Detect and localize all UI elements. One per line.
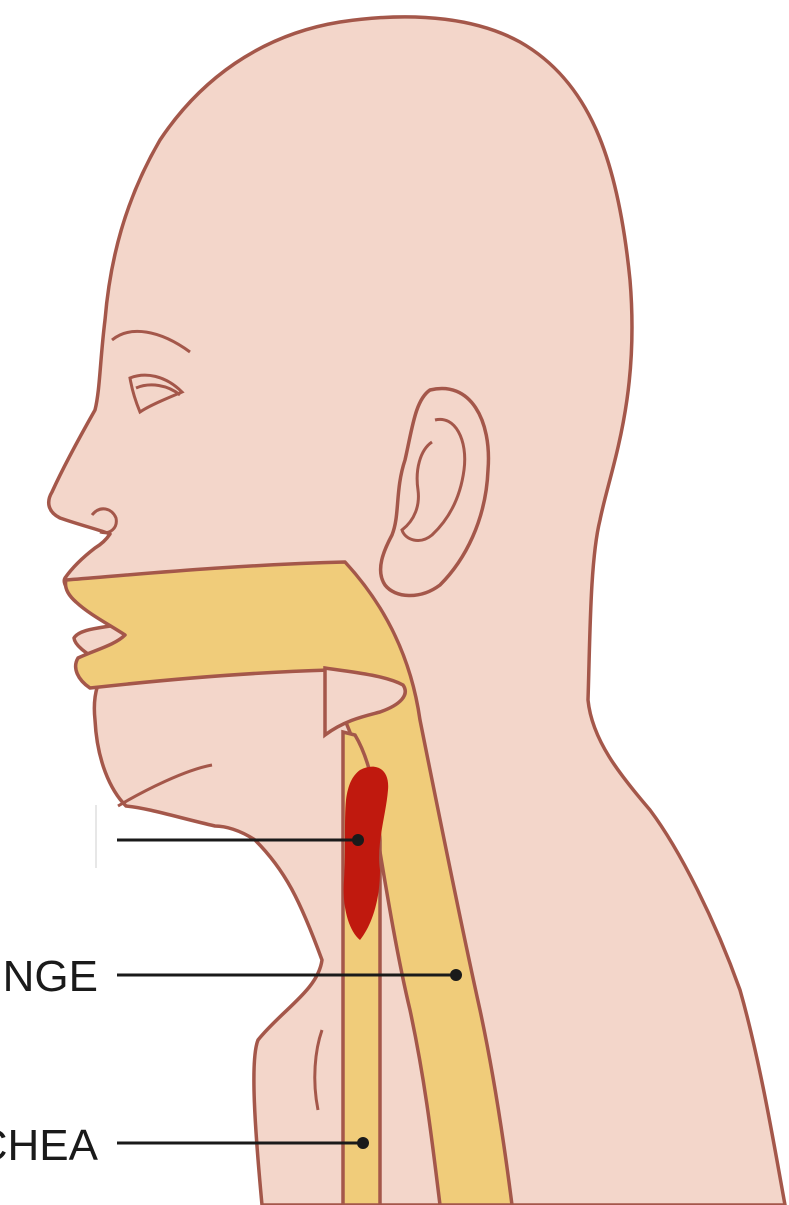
- pointer-dot-trachea: [357, 1137, 369, 1149]
- pointer-dot-pharynx: [450, 969, 462, 981]
- pointer-dot-lesion: [352, 834, 364, 846]
- label-pharynx: NGE: [3, 952, 98, 1001]
- label-trachea: CHEA: [0, 1121, 99, 1170]
